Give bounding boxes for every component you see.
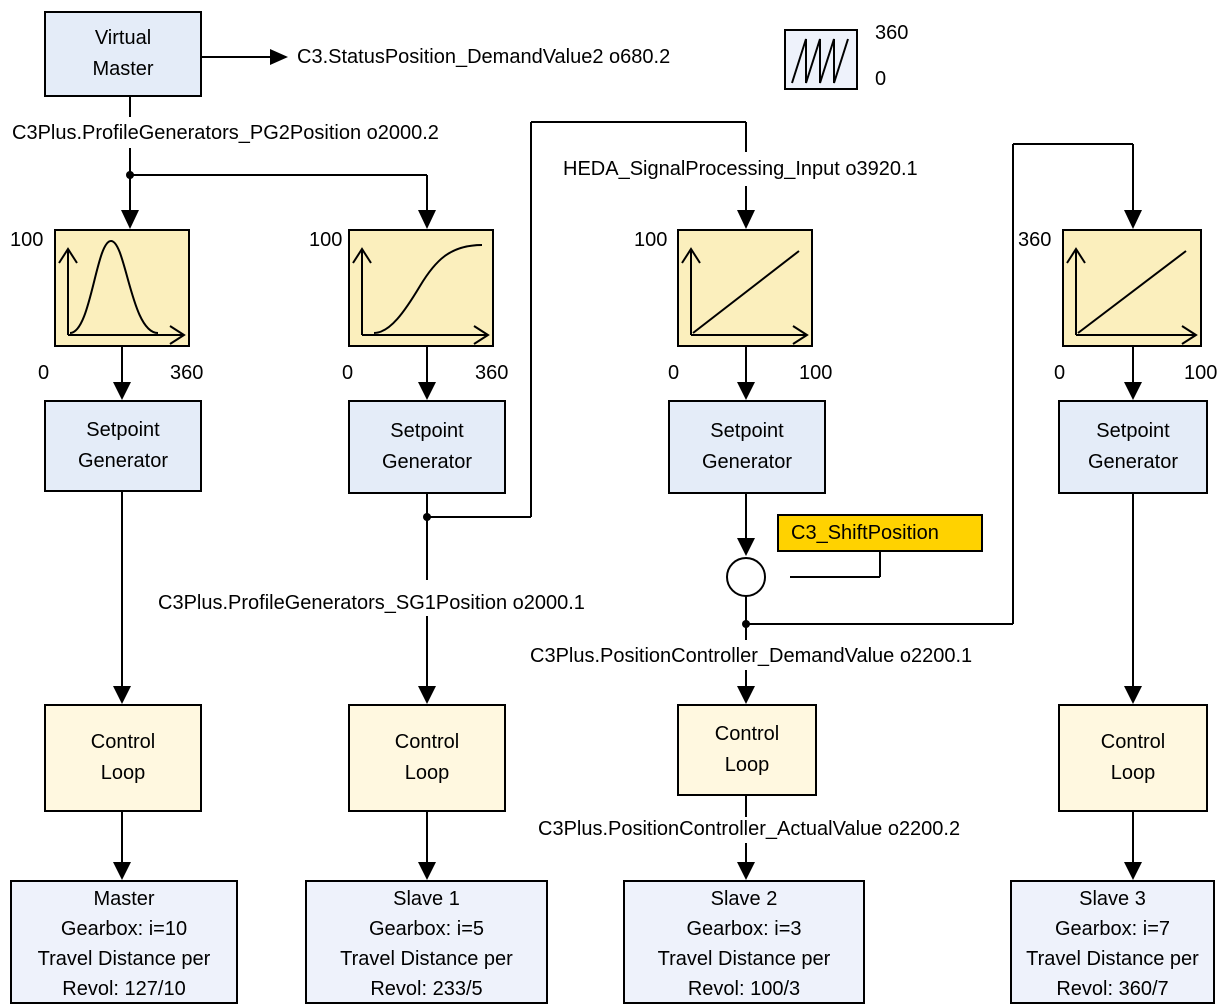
control-label-line1: Control (714, 723, 780, 745)
setpoint-label-line1: Setpoint (1096, 420, 1170, 442)
col4-x-max: 100 (1184, 362, 1218, 384)
output-slave-1: Slave 1 Gearbox: i=5 Travel Distance per… (305, 880, 548, 1004)
bell-curve-graph (54, 229, 190, 347)
output-travel: Travel Distance per (657, 948, 831, 970)
setpoint-generator-col2: Setpoint Generator (348, 400, 506, 494)
virtual-master-box: Virtual Master (44, 11, 202, 97)
setpoint-label-line1: Setpoint (710, 420, 784, 442)
col2-x-min: 0 (342, 362, 354, 384)
shift-position-box: C3_ShiftPosition (777, 514, 983, 552)
demand-value-label: C3Plus.PositionController_DemandValue o2… (530, 645, 973, 667)
col4-x-min: 0 (1054, 362, 1066, 384)
sg1-position-label: C3Plus.ProfileGenerators_SG1Position o20… (158, 592, 585, 614)
output-gearbox: Gearbox: i=3 (686, 918, 802, 940)
output-travel: Travel Distance per (1026, 948, 1199, 970)
control-label-line2: Loop (404, 762, 450, 784)
output-master: Master Gearbox: i=10 Travel Distance per… (10, 880, 238, 1004)
setpoint-generator-col3: Setpoint Generator (668, 400, 826, 494)
control-label-line1: Control (90, 731, 156, 753)
heda-input-label: HEDA_SignalProcessing_Input o3920.1 (563, 158, 918, 180)
output-gearbox: Gearbox: i=7 (1054, 918, 1171, 940)
output-revol: Revol: 127/10 (62, 978, 186, 1000)
col1-y-max: 100 (10, 229, 44, 251)
col1-x-min: 0 (38, 362, 50, 384)
virtual-master-line2: Master (92, 58, 154, 80)
pg2-position-label: C3Plus.ProfileGenerators_PG2Position o20… (12, 122, 439, 144)
setpoint-generator-col1: Setpoint Generator (44, 400, 202, 492)
control-loop-col3: Control Loop (677, 704, 817, 796)
linear-curve-icon (1066, 247, 1198, 345)
col2-y-max: 100 (309, 229, 343, 251)
control-loop-col1: Control Loop (44, 704, 202, 812)
arrow-head (270, 49, 288, 65)
col3-y-max: 100 (634, 229, 668, 251)
control-label-line2: Loop (1110, 762, 1156, 784)
setpoint-label-line1: Setpoint (390, 420, 464, 442)
col2-x-max: 360 (475, 362, 509, 384)
output-revol: Revol: 360/7 (1056, 978, 1169, 1000)
control-label-line2: Loop (100, 762, 146, 784)
sawtooth-min-label: 0 (875, 68, 887, 90)
s-curve-icon (352, 244, 490, 345)
actual-value-label: C3Plus.PositionController_ActualValue o2… (538, 818, 961, 840)
output-name: Master (93, 888, 155, 910)
summing-junction (726, 557, 766, 597)
output-name: Slave 1 (393, 888, 460, 910)
control-label-line2: Loop (724, 754, 770, 776)
output-name: Slave 3 (1079, 888, 1146, 910)
col3-x-min: 0 (668, 362, 680, 384)
col1-x-max: 360 (170, 362, 204, 384)
setpoint-generator-col4: Setpoint Generator (1058, 400, 1208, 494)
col3-x-max: 100 (799, 362, 833, 384)
output-name: Slave 2 (710, 888, 778, 910)
output-travel: Travel Distance per (37, 948, 211, 970)
s-curve-graph (348, 229, 494, 347)
status-position-label: C3.StatusPosition_DemandValue2 o680.2 (297, 46, 671, 68)
control-loop-col2: Control Loop (348, 704, 506, 812)
col4-y-max: 360 (1018, 229, 1052, 251)
setpoint-label-line2: Generator (701, 451, 793, 473)
setpoint-label-line2: Generator (1087, 451, 1179, 473)
output-revol: Revol: 100/3 (687, 978, 801, 1000)
control-loop-col4: Control Loop (1058, 704, 1208, 812)
linear-curve-graph-col3 (677, 229, 813, 347)
linear-curve-graph-col4 (1062, 229, 1202, 347)
output-gearbox: Gearbox: i=5 (368, 918, 485, 940)
setpoint-label-line2: Generator (381, 451, 473, 473)
output-travel: Travel Distance per (340, 948, 513, 970)
virtual-master-line1: Virtual (94, 27, 152, 49)
linear-curve-icon (681, 247, 809, 345)
sawtooth-wave (791, 38, 849, 84)
control-label-line1: Control (1100, 731, 1166, 753)
output-revol: Revol: 233/5 (370, 978, 483, 1000)
output-gearbox: Gearbox: i=10 (60, 918, 188, 940)
setpoint-label-line1: Setpoint (86, 419, 160, 441)
sawtooth-icon (784, 29, 858, 90)
output-slave-3: Slave 3 Gearbox: i=7 Travel Distance per… (1010, 880, 1215, 1004)
control-label-line1: Control (394, 731, 460, 753)
setpoint-label-line2: Generator (77, 450, 169, 472)
output-slave-2: Slave 2 Gearbox: i=3 Travel Distance per… (623, 880, 865, 1004)
bell-curve-icon (58, 239, 186, 345)
sawtooth-max-label: 360 (875, 22, 909, 44)
